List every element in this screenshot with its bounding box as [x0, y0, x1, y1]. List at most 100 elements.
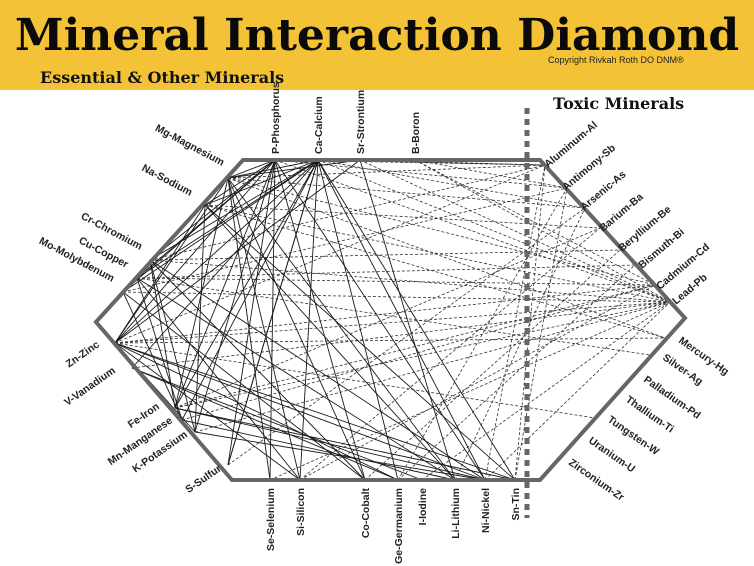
toxic-interaction-line: [397, 264, 636, 481]
mineral-label-left: Mg-Magnesium: [153, 122, 226, 168]
interaction-line: [227, 177, 456, 481]
interaction-line: [317, 159, 516, 481]
interaction-line: [114, 159, 276, 344]
mineral-label-bottom: Si-Silicon: [295, 488, 307, 536]
toxic-interaction-line: [149, 259, 671, 303]
interaction-line: [149, 259, 366, 481]
interaction-line: [227, 177, 366, 481]
toxic-interaction-line: [359, 159, 671, 303]
toxic-interaction-line: [114, 164, 546, 344]
toxic-interaction-line: [227, 164, 546, 179]
interaction-line: [194, 159, 276, 433]
mineral-label-top: Ca-Calcium: [313, 96, 325, 154]
header-band: [0, 0, 754, 90]
interaction-line: [122, 291, 183, 421]
interaction-line: [204, 204, 516, 481]
toxic-interaction-line: [122, 291, 671, 303]
diamond-outline: [93, 158, 688, 482]
toxic-minerals-heading: Toxic Minerals: [553, 94, 685, 113]
toxic-interaction-line: [204, 204, 601, 229]
essential-minerals-heading: Essential & Other Minerals: [40, 68, 285, 87]
interaction-line: [204, 159, 276, 206]
mineral-label-bottom: Se-Selenium: [265, 488, 277, 551]
toxic-interaction-line: [136, 277, 651, 356]
toxic-interaction-line: [514, 164, 546, 481]
interaction-line: [181, 419, 456, 481]
interaction-line: [227, 159, 276, 179]
mineral-label-left: Na-Sodium: [140, 162, 195, 199]
toxic-interaction-line: [317, 159, 671, 303]
interaction-line: [204, 204, 456, 481]
toxic-interaction-line: [149, 164, 546, 261]
interaction-line: [274, 159, 486, 481]
copyright-notice: Copyright Rivkah Roth DO DNM®: [548, 55, 684, 65]
essential-interaction-lines: [114, 159, 516, 481]
mineral-label-top: B-Boron: [410, 112, 422, 154]
toxic-interaction-line: [114, 342, 596, 419]
toxic-interaction-line: [484, 301, 671, 481]
toxic-interaction-line: [227, 207, 586, 466]
mineral-label-bottom: Li-Lithium: [450, 488, 462, 539]
toxic-interaction-line: [414, 159, 568, 189]
toxic-interaction-line: [364, 249, 621, 481]
interaction-line: [136, 277, 456, 481]
toxic-interaction-line: [274, 159, 568, 189]
interaction-line: [194, 204, 206, 433]
mineral-labels: Mg-MagnesiumNa-SodiumCr-ChromiumCu-Coppe…: [37, 82, 731, 564]
interaction-line: [227, 159, 319, 179]
toxic-interaction-line: [397, 187, 568, 481]
toxic-interaction-line: [454, 207, 586, 481]
interaction-line: [149, 159, 276, 261]
interaction-line: [227, 159, 361, 179]
toxic-interaction-line: [114, 337, 666, 344]
interaction-line: [317, 159, 486, 481]
mineral-label-bottom: I-Iodine: [417, 488, 429, 525]
interaction-line: [174, 407, 486, 481]
interaction-line: [359, 159, 456, 481]
mineral-label-top: Sr-Strontium: [355, 90, 367, 154]
interaction-line: [114, 204, 206, 344]
toxic-interaction-line: [194, 301, 671, 433]
interaction-line: [174, 159, 319, 409]
mineral-label-left: S-Sulfur: [183, 463, 223, 496]
page-title: Mineral Interaction Diamond: [14, 10, 740, 61]
mineral-label-toxic: Uranium-U: [586, 435, 637, 476]
interaction-line: [122, 159, 276, 293]
interaction-line: [114, 159, 361, 344]
interaction-line: [136, 277, 183, 421]
mineral-label-left: V-Vanadium: [62, 365, 118, 409]
mineral-label-bottom: Ge-Germanium: [393, 488, 405, 564]
toxic-interaction-line: [131, 301, 671, 369]
mineral-label-left: Zn-Zinc: [64, 339, 102, 371]
interaction-line: [136, 277, 301, 481]
interaction-line: [174, 159, 276, 409]
interaction-line: [317, 159, 399, 481]
interaction-line: [114, 342, 486, 481]
toxic-interaction-line: [122, 187, 568, 293]
toxic-interaction-line: [484, 164, 546, 481]
interaction-line: [227, 159, 319, 466]
interaction-line: [227, 177, 301, 481]
toxic-interaction-line: [136, 277, 656, 286]
interaction-line: [274, 159, 366, 481]
mineral-label-bottom: Ni-Nickel: [480, 488, 492, 533]
interaction-line: [131, 367, 399, 481]
interaction-line: [149, 259, 486, 481]
interaction-line: [114, 342, 301, 481]
toxic-interaction-line: [174, 301, 671, 409]
interaction-line: [227, 159, 276, 466]
toxic-interaction-line: [299, 284, 656, 481]
toxic-interaction-line: [136, 264, 636, 279]
toxic-interaction-line: [514, 187, 568, 481]
toxic-interaction-line: [149, 249, 621, 261]
toxic-interaction-line: [114, 301, 671, 344]
mineral-label-bottom: Sn-Tin: [510, 488, 522, 520]
toxic-interaction-line: [174, 227, 601, 409]
interaction-line: [174, 407, 516, 481]
interaction-line: [131, 159, 319, 369]
toxic-interaction-line: [414, 159, 656, 286]
mineral-label-bottom: Co-Cobalt: [360, 488, 372, 539]
toxic-interaction-line: [299, 227, 601, 481]
